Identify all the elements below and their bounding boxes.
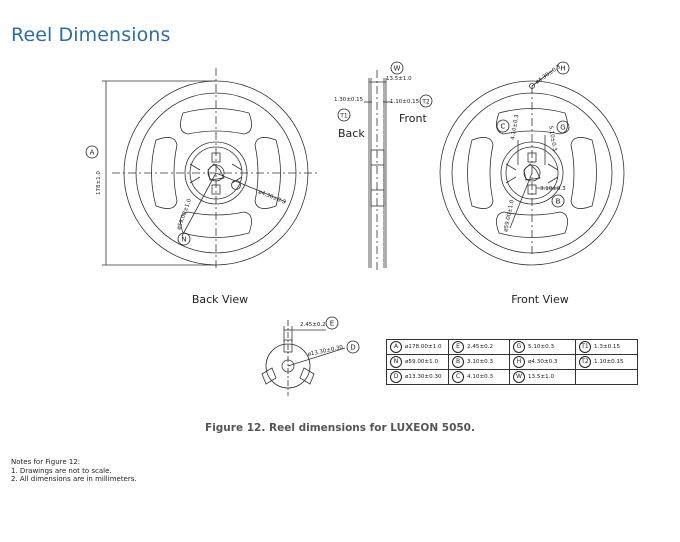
- figure-caption: Figure 12. Reel dimensions for LUXEON 50…: [205, 422, 475, 434]
- label-c: C: [501, 123, 506, 131]
- dim-c-label: 4.10±0.3: [510, 114, 520, 141]
- label-g: G: [560, 124, 565, 132]
- notes-heading: Notes for Figure 12:: [11, 458, 81, 466]
- label-w: W: [394, 65, 401, 73]
- label-t2: T2: [421, 99, 430, 106]
- dim-b-label: 3.10±0.3: [540, 186, 566, 192]
- label-h: H: [560, 65, 565, 73]
- dim-w-label: 13.5±1.0: [386, 76, 412, 82]
- side-view-reel: [364, 70, 392, 272]
- label-d: D: [350, 344, 355, 352]
- dim-back-hub-label: ø4.30±0.3: [257, 189, 287, 206]
- note-item: 2. All dimensions are in millimeters.: [11, 475, 137, 484]
- dim-d-label: ø13.30±0.30: [307, 345, 344, 358]
- label-n: N: [181, 236, 186, 244]
- side-front-label: Front: [399, 112, 428, 125]
- dim-t2-label: 1.10±0.15: [390, 99, 420, 105]
- front-view-label: Front View: [511, 293, 568, 306]
- dim-t1-label: 1.30±0.15: [334, 97, 364, 103]
- label-e: E: [330, 320, 334, 328]
- dim-e-label: 2.45±0.2: [300, 322, 326, 328]
- label-b: B: [556, 198, 561, 206]
- front-view-reel: [439, 69, 625, 266]
- notes-block: Notes for Figure 12: 1. Drawings are not…: [11, 458, 137, 484]
- table-cell: [575, 369, 638, 385]
- dim-59-label: ø59.00±1.0: [176, 198, 193, 231]
- dim-g-label: 5.10±0.3: [547, 125, 557, 152]
- dim-178-label: 178±1.0: [96, 171, 102, 195]
- label-t1: T1: [339, 113, 348, 120]
- page-title: Reel Dimensions: [11, 24, 171, 46]
- note-item: 1. Drawings are not to scale.: [11, 466, 112, 475]
- back-view-label: Back View: [192, 293, 248, 306]
- hub-detail-drawing: [261, 320, 346, 396]
- side-back-label: Back: [338, 127, 365, 140]
- dim-n2-label: ø59.00±1.0: [503, 199, 516, 232]
- label-a: A: [90, 149, 95, 157]
- back-view-reel: [102, 68, 320, 270]
- reel-drawing: A 178±1.0 N ø59.00±1.0 ø4.30±0.3 Back Vi…: [85, 61, 625, 396]
